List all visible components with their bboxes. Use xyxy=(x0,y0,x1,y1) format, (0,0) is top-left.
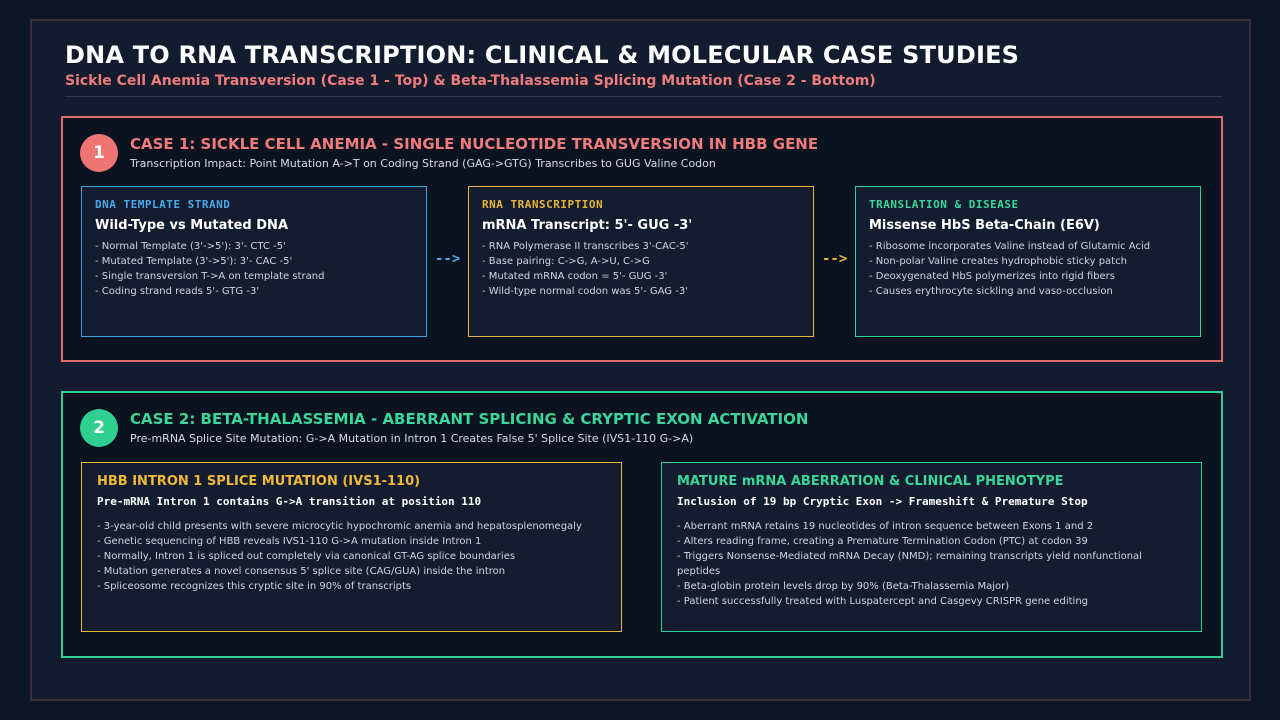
bullet-item: - Causes erythrocyte sickling and vaso-o… xyxy=(869,286,1113,297)
bullet-item: - Spliceosome recognizes this cryptic si… xyxy=(97,581,412,592)
bullet-item: - Beta-globin protein levels drop by 90%… xyxy=(677,581,1010,592)
card-tag: HBB INTRON 1 SPLICE MUTATION (IVS1-110) xyxy=(97,474,421,489)
case-1-subtitle: Transcription Impact: Point Mutation A->… xyxy=(130,157,716,170)
bullet-list: - Normal Template (3'->5'): 3'- CTC -5' … xyxy=(95,239,413,299)
flow-arrow-icon: --> xyxy=(822,251,848,267)
bullet-list: - 3-year-old child presents with severe … xyxy=(97,519,606,594)
card-heading: Wild-Type vs Mutated DNA xyxy=(95,218,289,233)
flow-arrow-icon: --> xyxy=(435,251,461,267)
bullet-item: - Coding strand reads 5'- GTG -3' xyxy=(95,286,260,297)
bullet-item: - Deoxygenated HbS polymerizes into rigi… xyxy=(869,271,1115,282)
case-2-title: CASE 2: BETA-THALASSEMIA - ABERRANT SPLI… xyxy=(130,410,809,428)
dna-template-card: DNA TEMPLATE STRAND Wild-Type vs Mutated… xyxy=(81,186,427,337)
slide-frame: DNA TO RNA TRANSCRIPTION: CLINICAL & MOL… xyxy=(30,19,1251,701)
case-2-panel: 2 CASE 2: BETA-THALASSEMIA - ABERRANT SP… xyxy=(61,391,1223,658)
bullet-item: - 3-year-old child presents with severe … xyxy=(97,521,582,532)
case-2-number-badge: 2 xyxy=(80,409,118,447)
bullet-item: - Ribosome incorporates Valine instead o… xyxy=(869,241,1151,252)
bullet-item: - Normally, Intron 1 is spliced out comp… xyxy=(97,551,516,562)
bullet-item: - Aberrant mRNA retains 19 nucleotides o… xyxy=(677,521,1094,532)
bullet-item: - Base pairing: C->G, A->U, C->G xyxy=(482,256,650,267)
case-1-panel: 1 CASE 1: SICKLE CELL ANEMIA - SINGLE NU… xyxy=(61,116,1223,362)
bullet-list: - Aberrant mRNA retains 19 nucleotides o… xyxy=(677,519,1186,609)
case-2-subtitle: Pre-mRNA Splice Site Mutation: G->A Muta… xyxy=(130,432,694,445)
bullet-item: - Patient successfully treated with Lusp… xyxy=(677,596,1089,607)
mrna-aberration-card: MATURE mRNA ABERRATION & CLINICAL PHENOT… xyxy=(661,462,1202,632)
card-tag: TRANSLATION & DISEASE xyxy=(869,198,1019,211)
page-subtitle: Sickle Cell Anemia Transversion (Case 1 … xyxy=(65,73,876,89)
bullet-item: - Mutated mRNA codon = 5'- GUG -3' xyxy=(482,271,668,282)
translation-disease-card: TRANSLATION & DISEASE Missense HbS Beta-… xyxy=(855,186,1201,337)
header-divider xyxy=(65,96,1222,97)
card-tag: DNA TEMPLATE STRAND xyxy=(95,198,231,211)
card-tag: MATURE mRNA ABERRATION & CLINICAL PHENOT… xyxy=(677,474,1064,489)
bullet-item: - Alters reading frame, creating a Prema… xyxy=(677,536,1088,547)
bullet-item: - RNA Polymerase II transcribes 3'-CAC-5… xyxy=(482,241,689,252)
bullet-item: - Mutation generates a novel consensus 5… xyxy=(97,566,506,577)
rna-transcription-card: RNA TRANSCRIPTION mRNA Transcript: 5'- G… xyxy=(468,186,814,337)
card-heading: Missense HbS Beta-Chain (E6V) xyxy=(869,218,1100,233)
bullet-list: - Ribosome incorporates Valine instead o… xyxy=(869,239,1187,299)
bullet-item: - Normal Template (3'->5'): 3'- CTC -5' xyxy=(95,241,286,252)
bullet-item: - Mutated Template (3'->5'): 3'- CAC -5' xyxy=(95,256,293,267)
bullet-item: - Single transversion T->A on template s… xyxy=(95,271,325,282)
bullet-list: - RNA Polymerase II transcribes 3'-CAC-5… xyxy=(482,239,800,299)
card-heading: mRNA Transcript: 5'- GUG -3' xyxy=(482,218,693,233)
bullet-item: - Genetic sequencing of HBB reveals IVS1… xyxy=(97,536,482,547)
card-heading: Inclusion of 19 bp Cryptic Exon -> Frame… xyxy=(677,495,1088,508)
card-tag: RNA TRANSCRIPTION xyxy=(482,198,604,211)
bullet-item: - Triggers Nonsense-Mediated mRNA Decay … xyxy=(677,551,1142,577)
splice-mutation-card: HBB INTRON 1 SPLICE MUTATION (IVS1-110) … xyxy=(81,462,622,632)
case-1-title: CASE 1: SICKLE CELL ANEMIA - SINGLE NUCL… xyxy=(130,135,819,153)
page-title: DNA TO RNA TRANSCRIPTION: CLINICAL & MOL… xyxy=(65,41,1020,69)
bullet-item: - Wild-type normal codon was 5'- GAG -3' xyxy=(482,286,688,297)
card-heading: Pre-mRNA Intron 1 contains G->A transiti… xyxy=(97,495,482,508)
bullet-item: - Non-polar Valine creates hydrophobic s… xyxy=(869,256,1127,267)
case-1-number-badge: 1 xyxy=(80,134,118,172)
